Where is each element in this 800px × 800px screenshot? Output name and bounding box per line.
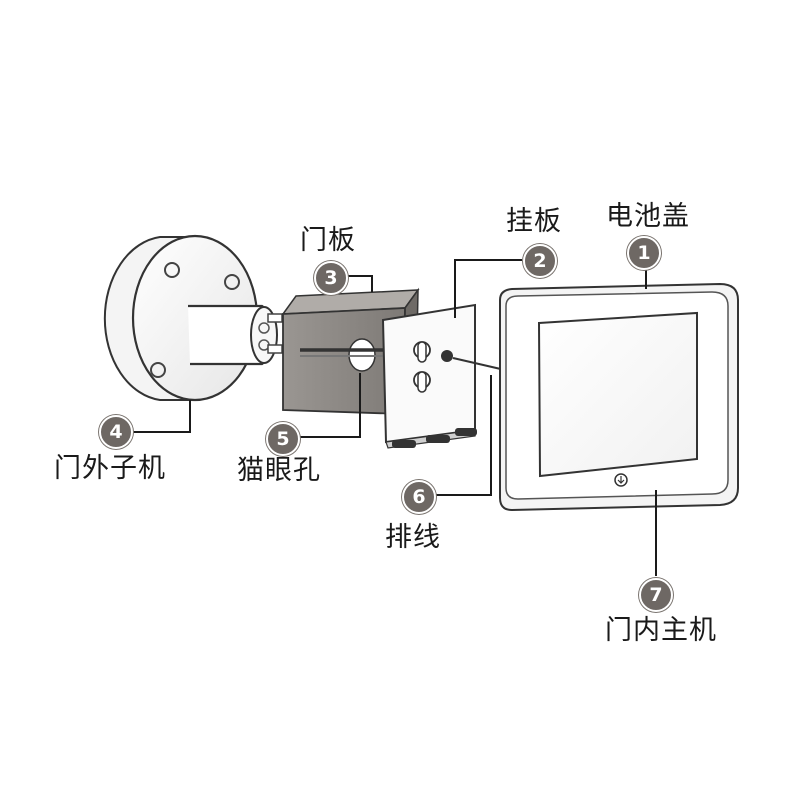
outdoor-camera-unit [103,234,283,402]
badge-1: 1 [627,236,661,270]
label-outdoor-camera: 门外子机 [54,453,166,484]
badge-6: 6 [402,480,436,514]
leader-line-3 [347,275,373,292]
label-door-panel: 门板 [300,225,356,256]
power-button-icon [614,473,628,487]
badge-3: 3 [314,261,348,295]
label-mounting-plate: 挂板 [506,206,562,237]
mounting-screw-hole-upper [413,341,431,363]
badge-7: 7 [639,578,673,612]
leader-line-6 [432,375,492,496]
leader-line-2 [454,259,522,318]
label-battery-cover: 电池盖 [606,201,690,232]
mounting-screw-hole-lower [413,371,431,393]
label-cable: 排线 [385,522,441,553]
label-indoor-main-unit: 门内主机 [605,615,717,646]
badge-5: 5 [266,422,300,456]
leader-line-4 [130,400,191,433]
badge-2: 2 [523,244,557,278]
leader-lines [130,259,657,576]
leader-line-5 [297,373,361,438]
indoor-main-unit [499,282,739,512]
mounting-plate [381,303,506,449]
label-peephole: 猫眼孔 [237,455,321,486]
badge-4: 4 [99,415,133,449]
